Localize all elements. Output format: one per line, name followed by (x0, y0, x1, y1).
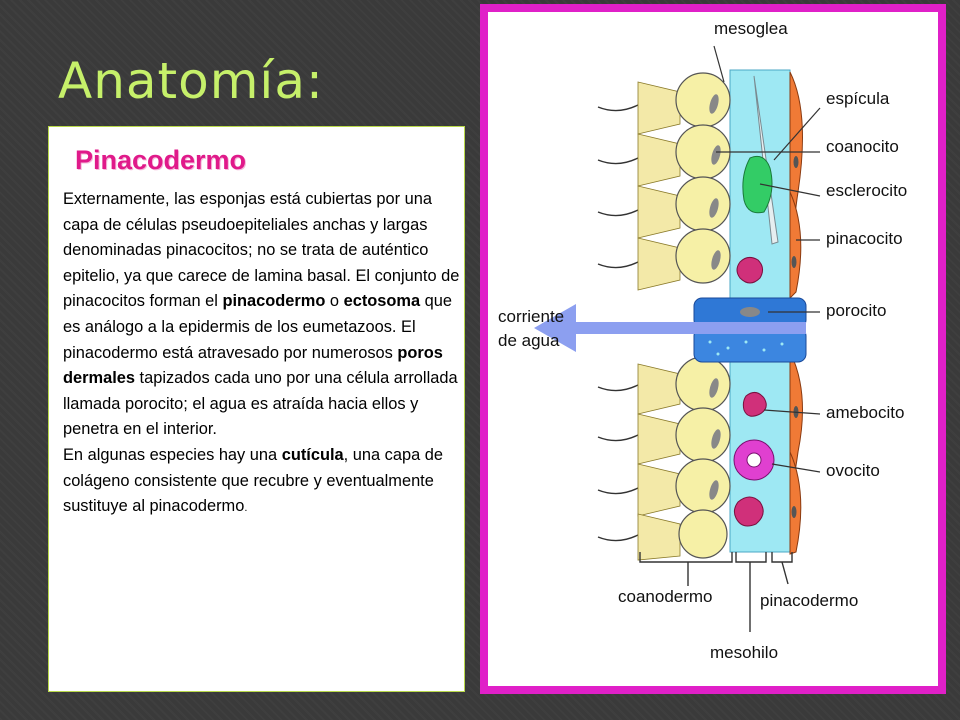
pointer-lines (713, 45, 821, 473)
choanocyte-collars (637, 81, 681, 561)
paragraph-1-run: que es análogo a la epidermis de los eum… (63, 292, 453, 362)
label-coanodermo: coanodermo (618, 587, 713, 606)
paragraph-1-run: Externamente, las esponjas está cubierta… (63, 190, 460, 311)
paragraph-2-run: . (244, 502, 248, 515)
text-panel: Pinacodermo Externamente, las esponjas e… (48, 126, 465, 692)
ovocyte-nucleus (746, 452, 762, 468)
paragraph-1-run: tapizados cada uno por una célula arroll… (63, 369, 458, 439)
label-de-agua: de agua (498, 331, 560, 350)
diagram-frame: mesoglea espícula coanocito esclerocito … (480, 4, 946, 694)
pinacocyte-nuclei (791, 156, 799, 518)
amoebocyte-lower (742, 392, 767, 417)
label-porocito: porocito (826, 301, 886, 320)
label-mesoglea: mesoglea (714, 19, 788, 38)
porocyte-dots (708, 340, 784, 356)
pinacocytes (789, 71, 803, 555)
paragraph-2-run: cutícula (281, 445, 344, 464)
paragraph-1-run: poros dermales (63, 343, 443, 388)
paragraph-1: Externamente, las esponjas está cubierta… (63, 187, 461, 443)
label-pinacocito: pinacocito (826, 229, 903, 248)
label-mesohilo: mesohilo (710, 643, 778, 662)
sclerocyte (742, 155, 773, 214)
water-current-arrow (534, 304, 806, 352)
choanocytes (675, 72, 731, 559)
bottom-brackets (639, 552, 793, 632)
paragraph-1-run: o (325, 292, 344, 311)
slide-title: Anatomía: (58, 52, 324, 110)
label-corriente: corriente (498, 307, 564, 326)
label-coanocito: coanocito (826, 137, 899, 156)
sponge-anatomy-diagram: mesoglea espícula coanocito esclerocito … (488, 12, 938, 686)
amoebocyte-bottom (733, 496, 764, 527)
label-amebocito: amebocito (826, 403, 904, 422)
paragraph-2-run: En algunas especies hay una (63, 445, 282, 464)
label-espicula: espícula (826, 89, 890, 108)
label-ovocito: ovocito (826, 461, 880, 480)
paragraph-1-run: ectosoma (343, 292, 421, 311)
label-esclerocito: esclerocito (826, 181, 907, 200)
amoebocyte-upper (736, 256, 764, 284)
panel-heading: Pinacodermo (75, 145, 247, 175)
paragraph-2: En algunas especies hay una cutícula, un… (63, 443, 461, 522)
choanocyte-nuclei (709, 94, 721, 500)
paragraph-1-run: pinacodermo (222, 292, 326, 311)
label-pinacodermo: pinacodermo (760, 591, 858, 610)
panel-body: Externamente, las esponjas está cubierta… (63, 187, 461, 522)
porocyte-nucleus (740, 307, 760, 317)
paragraph-2-run: , una capa de colágeno consistente que r… (63, 445, 443, 516)
